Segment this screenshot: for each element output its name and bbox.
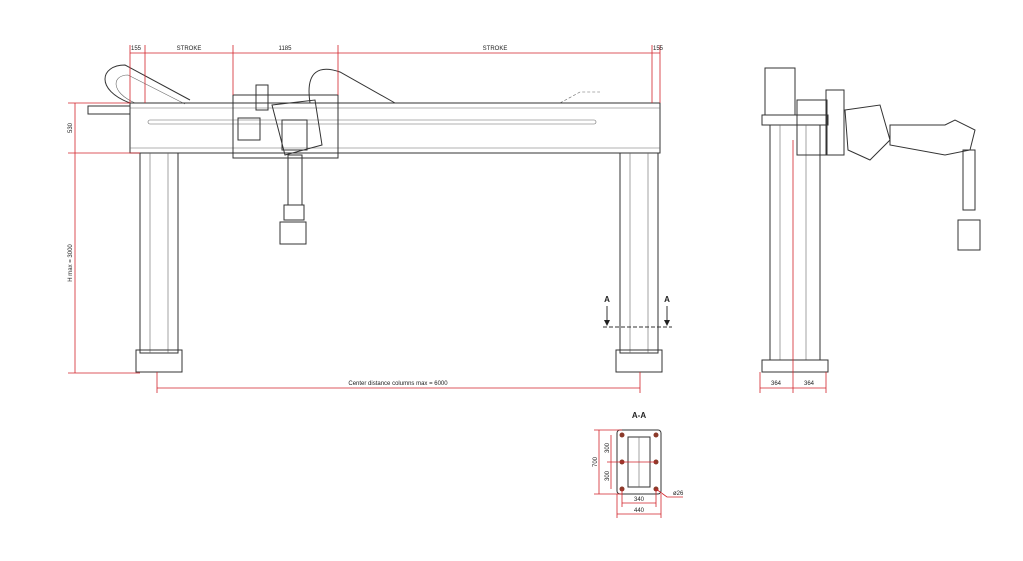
dim-440: 440 [634,508,645,514]
dim-300-lower: 300 [605,470,611,481]
section-a-a: A-A 700 300 300 340 440 ø26 [593,411,684,518]
front-dimensions: 155 STROKE 1185 STROKE 155 530 H max = 3… [68,45,672,393]
dim-340: 340 [634,497,645,503]
dim-530: 530 [68,122,74,133]
dim-hole-diameter: ø26 [673,491,684,497]
beam-end-cap [87,105,131,115]
front-view [87,64,663,373]
cable-chain-center [308,68,396,104]
dim-center-distance: Center distance columns max = 6000 [348,381,448,387]
dim-155-right: 155 [653,46,664,52]
column-right [615,152,663,373]
gantry-beam [129,102,661,154]
section-marker-left: A [604,295,610,304]
dim-h-max: H max = 3000 [68,244,74,282]
dim-stroke-left: STROKE [177,46,202,52]
dim-364-left: 364 [771,381,782,387]
section-marker-right: A [664,295,670,304]
dim-155-left: 155 [131,46,142,52]
dim-300-upper: 300 [605,442,611,453]
carriage [232,84,339,245]
dim-700: 700 [593,456,599,467]
side-view [761,67,981,373]
dim-364-right: 364 [804,381,815,387]
cable-chain-left [104,64,191,104]
section-title: A-A [632,411,646,420]
dim-stroke-right: STROKE [483,46,508,52]
side-dimensions: 364 364 [759,140,827,393]
dim-1185: 1185 [279,46,293,52]
column-left [135,152,183,373]
